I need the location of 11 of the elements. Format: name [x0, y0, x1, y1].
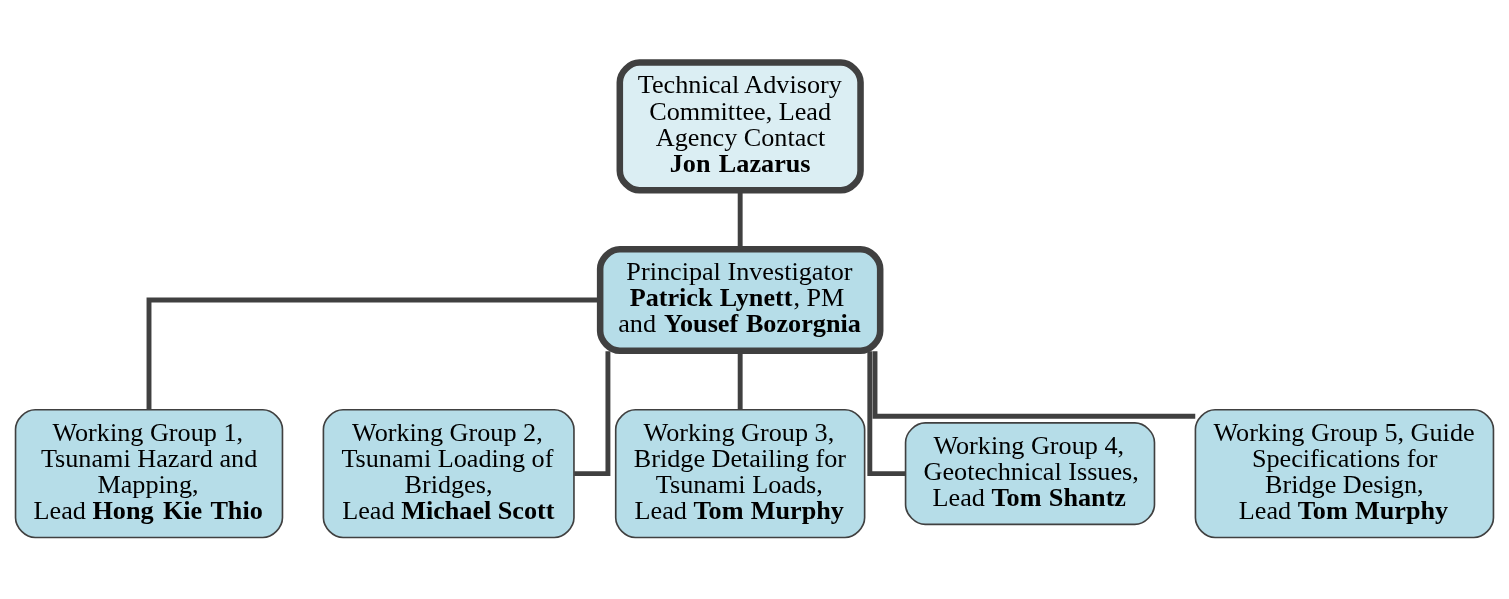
- connector: [872, 350, 1196, 419]
- node-box: Principal Investigator Patrick Lynett, PM and Yousef Bozorgnia: [596, 245, 884, 354]
- connector: [867, 350, 906, 476]
- connector: [574, 350, 611, 476]
- connector: [737, 190, 743, 249]
- node-box: Working Group 5, Guide Specifications for Bridge Design, Lead Tom Murphy: [1194, 408, 1495, 538]
- node-box: Technical Advisory Committee, Lead Agency Contact Jon Lazarus: [616, 58, 864, 194]
- node-box: Working Group 4, Geotechnical Issues, Lead Tom Shantz: [904, 421, 1156, 525]
- node-box: Working Group 3, Bridge Detailing for Tsunami Loads, Lead Tom Murphy: [614, 408, 866, 538]
- node-box: Working Group 1, Tsunami Hazard and Mapping, Lead Hong Kie Thio: [14, 408, 284, 538]
- node-box: Working Group 2, Tsunami Loading of Bridges, Lead Michael Scott: [322, 408, 575, 538]
